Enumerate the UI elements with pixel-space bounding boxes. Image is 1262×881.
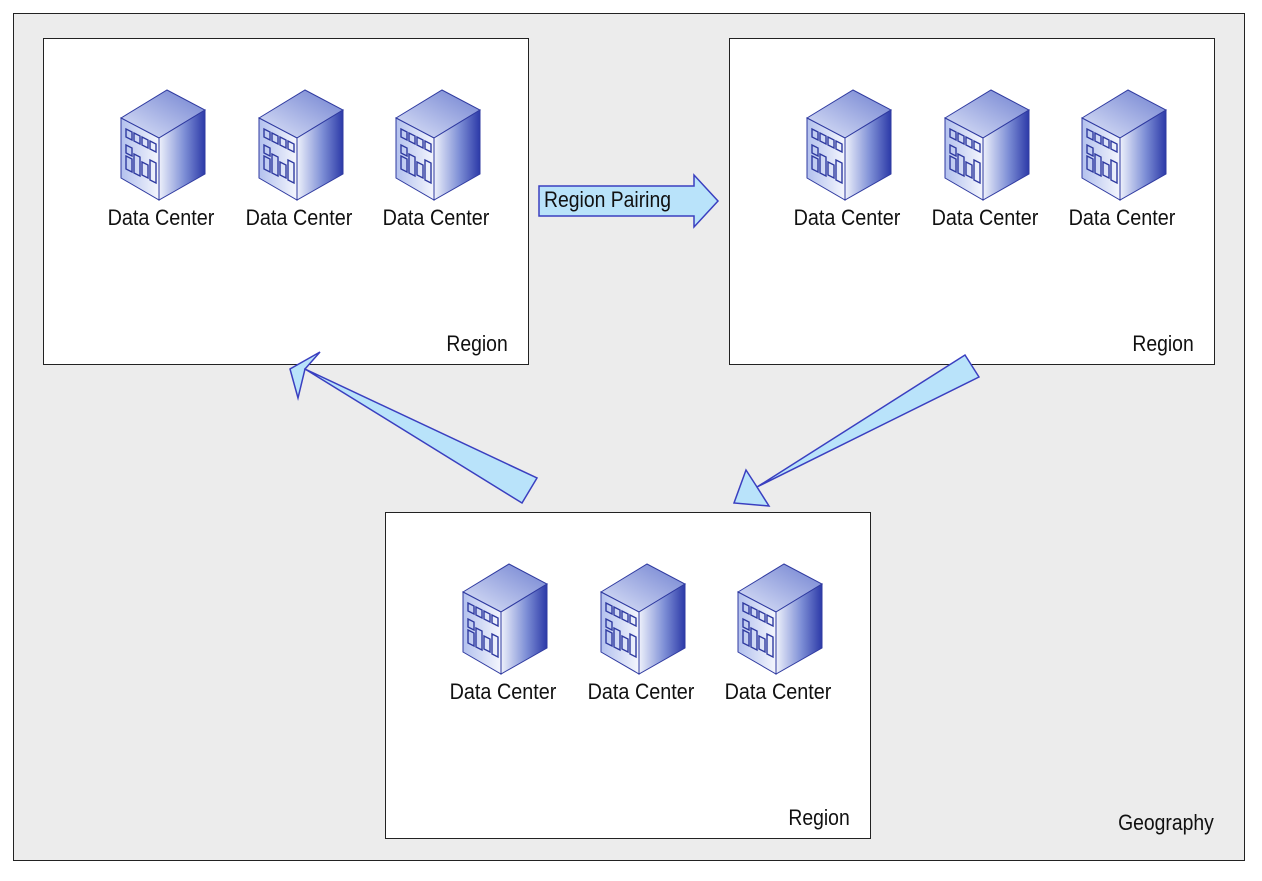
data-center-building-icon [943, 88, 1031, 202]
data-center-label: Data Center [1068, 205, 1176, 230]
data-center-building-icon [1080, 88, 1168, 202]
region-box-bottom: Data Center Data Center Data Center Regi… [385, 512, 871, 839]
data-center-building-icon [394, 88, 482, 202]
region-box-top-left: Data Center Data Center Data Center Regi… [43, 38, 529, 365]
data-center: Data Center [99, 88, 223, 238]
region-label: Region [1132, 331, 1194, 356]
data-center-label: Data Center [245, 205, 353, 230]
data-center: Data Center [785, 88, 909, 238]
region-box-top-right: Data Center Data Center Data Center Regi… [729, 38, 1215, 365]
data-center: Data Center [923, 88, 1047, 238]
data-center-building-icon [257, 88, 345, 202]
data-center-label: Data Center [724, 679, 832, 704]
data-center-label: Data Center [793, 205, 901, 230]
region-label: Region [446, 331, 508, 356]
data-center: Data Center [441, 562, 565, 712]
data-center-building-icon [805, 88, 893, 202]
data-center: Data Center [579, 562, 703, 712]
region-label: Region [788, 805, 850, 830]
data-center: Data Center [374, 88, 498, 238]
region-pairing-label: Region Pairing [544, 187, 671, 212]
data-center: Data Center [237, 88, 361, 238]
data-center-label: Data Center [107, 205, 215, 230]
data-center-label: Data Center [449, 679, 557, 704]
data-center-building-icon [461, 562, 549, 676]
data-center-building-icon [736, 562, 824, 676]
data-center-label: Data Center [382, 205, 490, 230]
data-center-label: Data Center [587, 679, 695, 704]
geography-label: Geography [1118, 810, 1214, 835]
data-center-building-icon [119, 88, 207, 202]
data-center-building-icon [599, 562, 687, 676]
data-center: Data Center [1060, 88, 1184, 238]
data-center-label: Data Center [931, 205, 1039, 230]
data-center: Data Center [716, 562, 840, 712]
